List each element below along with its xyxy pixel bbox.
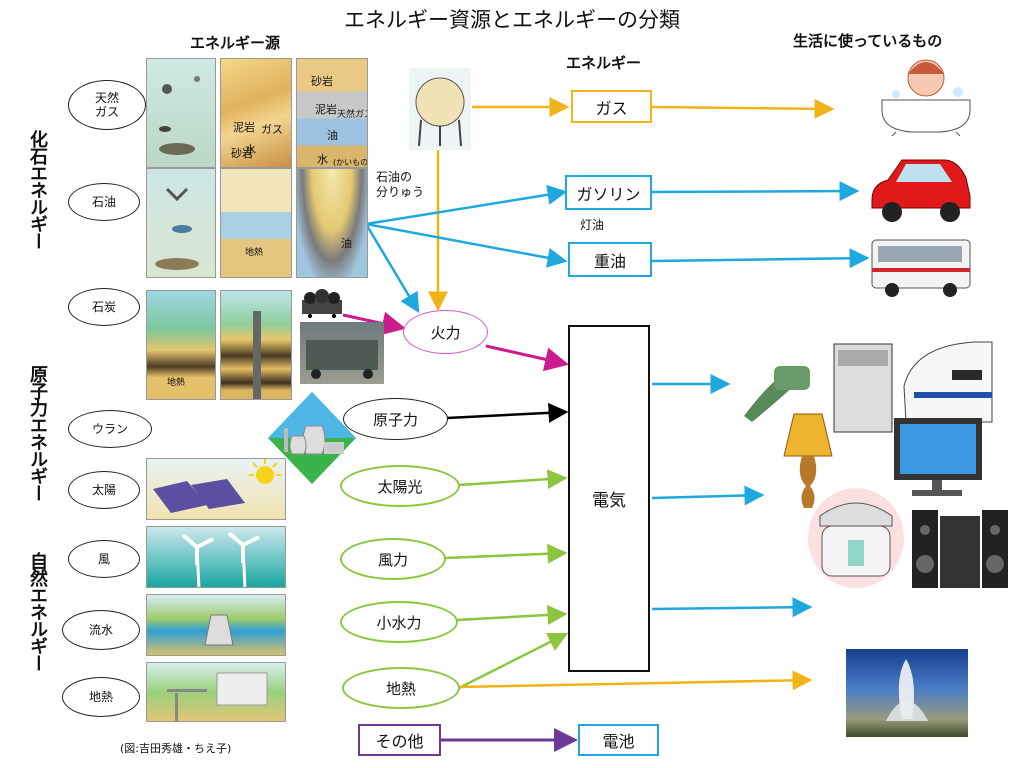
car-icon — [864, 150, 974, 226]
category-natural: 自然エネルギー — [27, 552, 48, 671]
header-energy: エネルギー — [566, 54, 642, 72]
strata-label-mudstone-2: 泥岩 — [315, 103, 337, 116]
energy-wind-power: 風力 — [340, 538, 446, 580]
oil-sea-illustration — [146, 168, 216, 278]
source-coal: 石炭 — [68, 288, 140, 326]
source-hydro: 流水 — [62, 610, 140, 650]
appliances-icon — [738, 336, 996, 436]
energy-thermal: 火力 — [403, 310, 488, 354]
category-fossil: 化石エネルギー — [27, 130, 48, 249]
header-sources: エネルギー源 — [190, 34, 281, 52]
source-uranium: ウラン — [68, 410, 152, 448]
energy-heavy-oil: 重油 — [568, 242, 652, 277]
source-solar: 太陽 — [68, 471, 140, 509]
bus-icon — [868, 236, 974, 300]
bathtub-icon — [876, 52, 976, 137]
strata-label-oil: 油 — [327, 129, 338, 142]
energy-other: その他 — [358, 724, 441, 756]
strata-label-water: 水 — [245, 143, 256, 156]
oil-basin-illustration: 地熱 — [220, 168, 292, 278]
source-geothermal: 地熱 — [62, 677, 140, 717]
wind-turbine-illustration — [146, 526, 286, 588]
geothermal-plant-illustration — [146, 662, 286, 722]
energy-solar-power: 太陽光 — [340, 465, 460, 507]
header-uses: 生活に使っているもの — [793, 32, 943, 50]
energy-battery: 電池 — [578, 724, 659, 756]
distillation-label: 石油の 分りゅう — [376, 170, 425, 199]
energy-geothermal: 地熱 — [342, 667, 460, 709]
stereo-icon — [910, 508, 1010, 590]
oil-trap-illustration: 油 — [296, 168, 368, 278]
energy-electricity: 電気 — [568, 325, 650, 672]
source-natural-gas: 天然 ガス — [68, 80, 146, 130]
strata-label-mudstone: 泥岩 — [233, 121, 255, 134]
source-wind: 風 — [68, 540, 140, 578]
source-oil: 石油 — [68, 183, 140, 221]
energy-nuclear: 原子力 — [343, 398, 448, 440]
strata-label-sandstone-2: 砂岩 — [311, 75, 333, 88]
energy-gasoline: ガソリン — [565, 175, 652, 210]
power-plant-icon — [268, 392, 356, 484]
strata-label-heat-2: 地熱 — [167, 378, 186, 388]
category-nuclear: 原子力エネルギー — [27, 365, 48, 501]
tv-icon — [892, 414, 984, 500]
strata-label-shell: (かいもの) — [333, 158, 368, 167]
kerosene-label: 灯油 — [580, 218, 605, 232]
strata-label-oil-2: 油 — [341, 237, 352, 250]
lamp-icon — [782, 410, 834, 510]
energy-small-hydro: 小水力 — [340, 601, 458, 643]
coal-forest-illustration: 地熱 — [146, 290, 216, 400]
natural-gas-strata-illustration: 泥岩 ガス 水 砂岩 — [220, 58, 292, 168]
coal-cart-icon — [298, 288, 346, 318]
strata-label-sandstone: 砂岩 — [231, 147, 253, 160]
natural-gas-sea-illustration — [146, 58, 216, 168]
coal-strata-illustration — [220, 290, 292, 400]
energy-gas: ガス — [571, 90, 652, 123]
coal-train-illustration — [300, 322, 384, 384]
strata-label-gas: ガス — [261, 123, 283, 136]
illustration-credit: (図:吉田秀雄・ちえ子) — [120, 742, 232, 755]
strata-label-water-2: 水 — [317, 153, 328, 166]
page-title: エネルギー資源とエネルギーの分類 — [344, 8, 680, 32]
gas-tank-icon — [409, 68, 471, 150]
solar-panel-illustration — [146, 458, 286, 520]
geyser-icon — [846, 649, 968, 737]
hydro-dam-illustration — [146, 594, 286, 656]
rice-cooker-icon — [806, 486, 906, 590]
strata-label-heat: 地熱 — [245, 248, 264, 258]
